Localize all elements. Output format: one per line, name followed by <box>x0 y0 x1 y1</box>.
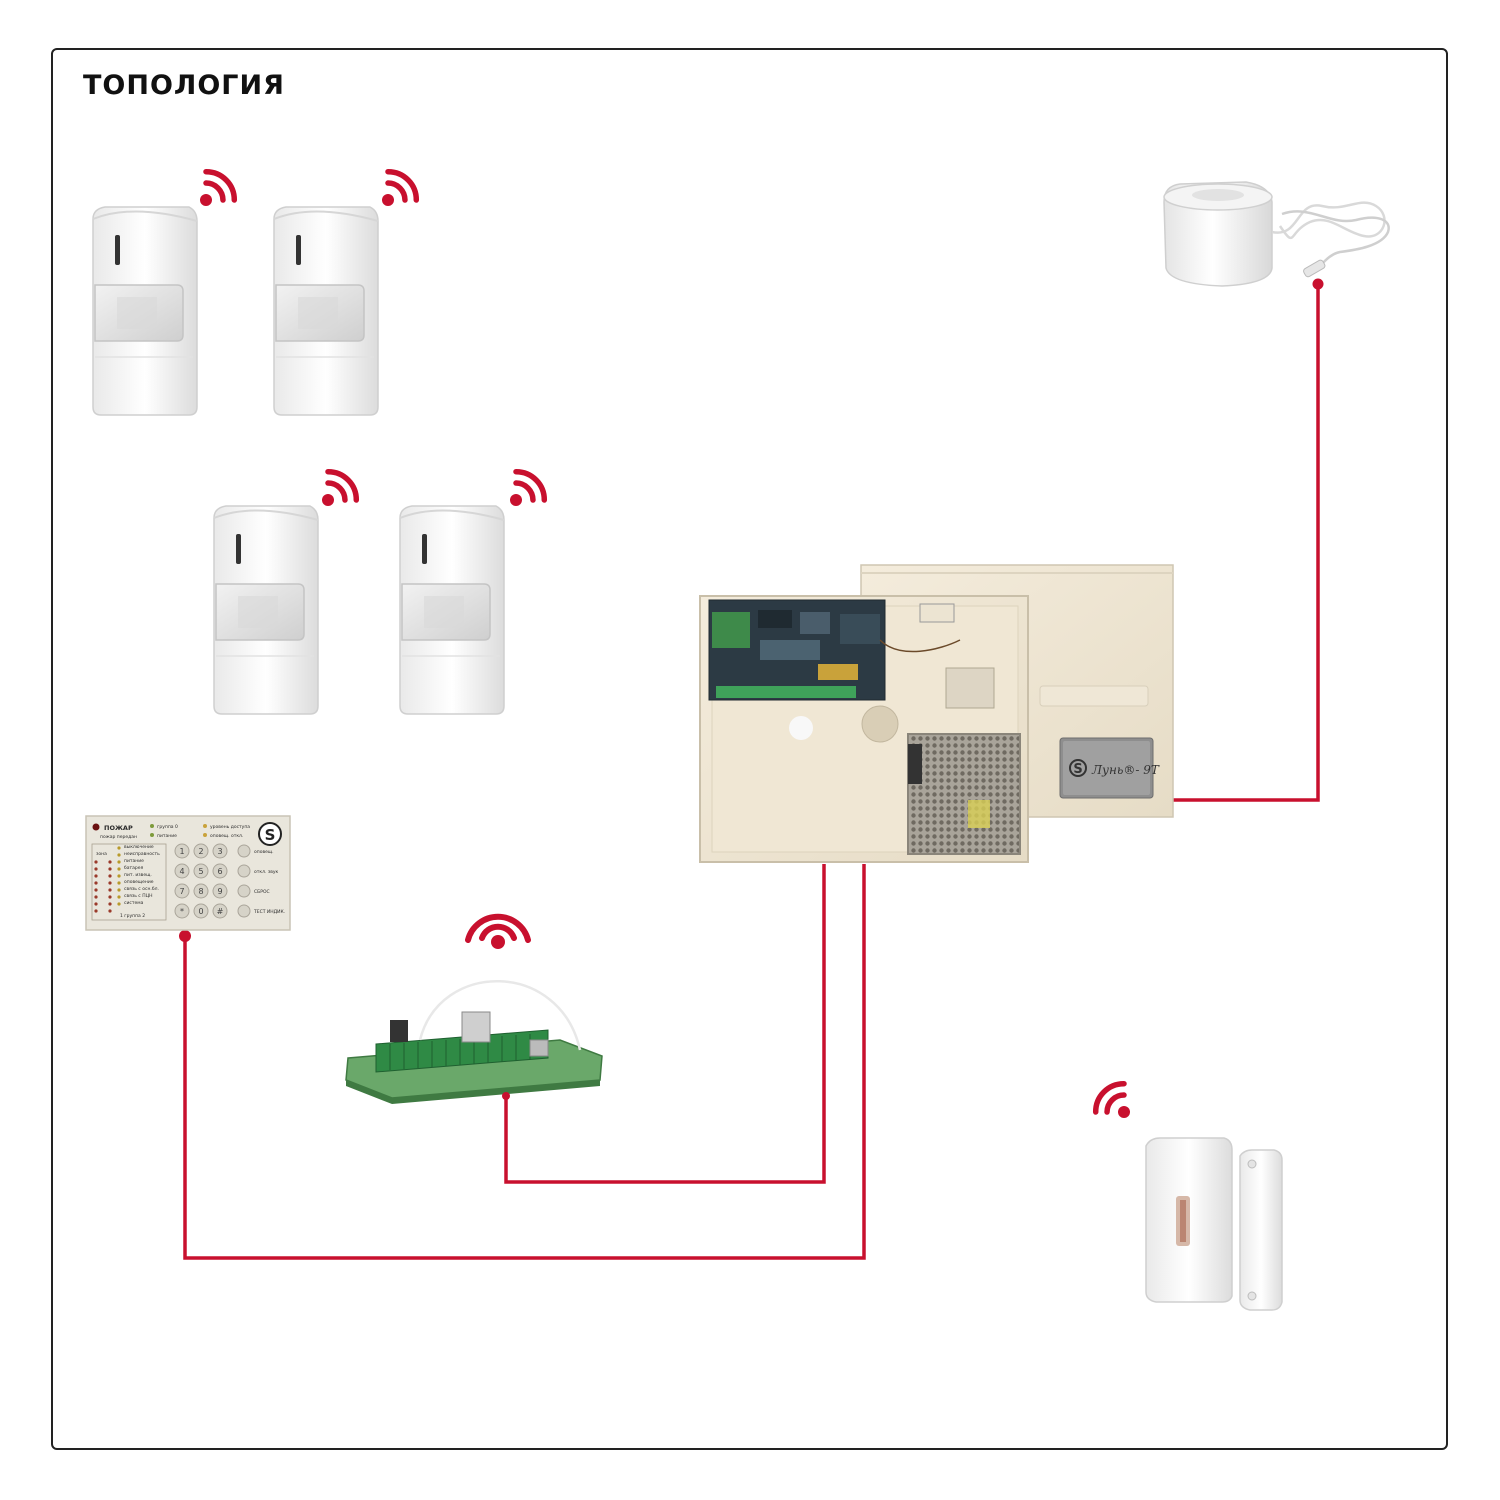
notify-button-label: оповещ. <box>254 850 274 855</box>
svg-text:7: 7 <box>179 887 184 896</box>
svg-text:2: 2 <box>198 847 203 856</box>
mute-button-label: откл. звук <box>254 870 279 875</box>
reset-button[interactable] <box>237 884 251 898</box>
keypad-notify-off-label: оповещ. откл. <box>210 834 243 839</box>
keypad-zone-leds <box>94 846 121 913</box>
control-panel: S Лунь®- 9Т <box>699 564 1174 863</box>
key-8[interactable]: 8 <box>193 883 209 899</box>
keypad-status-item: питание <box>124 859 144 864</box>
diagram-title: ТОПОЛОГИЯ <box>83 70 285 101</box>
svg-text:6: 6 <box>217 867 222 876</box>
svg-text:4: 4 <box>179 867 184 876</box>
svg-text:5: 5 <box>198 867 203 876</box>
key-2[interactable]: 2 <box>193 843 209 859</box>
svg-text:0: 0 <box>198 907 203 916</box>
power-supply-mesh <box>907 733 1021 855</box>
reset-button-label: СБРОС <box>254 889 270 895</box>
wifi-signal-icon <box>382 166 422 206</box>
key-hash[interactable]: # <box>212 903 228 919</box>
svg-text:8: 8 <box>198 887 203 896</box>
motion-sensor-3 <box>213 505 319 715</box>
wifi-signal-icon <box>200 166 240 206</box>
keypad-status-item: связь с осн.бл. <box>124 886 159 892</box>
wire-keypad-to-panel <box>183 864 866 1260</box>
key-0[interactable]: 0 <box>193 903 209 919</box>
keypad: ПОЖАР пожар передан группа 0 питание уро… <box>85 815 291 931</box>
svg-text:3: 3 <box>217 847 222 856</box>
svg-text:*: * <box>180 907 184 916</box>
notify-button[interactable] <box>237 844 251 858</box>
wires <box>183 286 1320 1260</box>
svg-text:S: S <box>265 826 276 844</box>
motion-sensor-2 <box>273 206 379 416</box>
keypad-keys: 1 2 3 4 5 6 7 8 9 * 0 # <box>174 843 228 919</box>
keypad-status-item: выключение <box>124 845 154 850</box>
key-1[interactable]: 1 <box>174 843 190 859</box>
wire-module-to-panel <box>504 864 826 1184</box>
control-panel-brand-label: Лунь®- 9Т <box>1091 763 1160 777</box>
keypad-status-item: пит. извещ. <box>124 873 152 878</box>
keypad-fn-buttons: оповещ. откл. звук СБРОС ТЕСТ ИНДИК. <box>237 844 285 918</box>
svg-text:1: 1 <box>179 847 184 856</box>
test-button[interactable] <box>237 904 251 918</box>
key-star[interactable]: * <box>174 903 190 919</box>
motion-sensor-4 <box>399 505 505 715</box>
siren-wire-terminal <box>1312 278 1324 290</box>
keypad-status-list: выключение неисправность питание батарея… <box>124 845 160 906</box>
brand-logo-icon <box>1069 759 1087 777</box>
keypad-status-item: оповещение <box>124 880 154 885</box>
wifi-signal-icon <box>322 466 362 506</box>
keypad-groups-row: 1 группа 2 <box>120 913 145 919</box>
svg-text:9: 9 <box>217 887 222 896</box>
key-6[interactable]: 6 <box>212 863 228 879</box>
keypad-status-item: неисправность <box>124 852 160 857</box>
key-9[interactable]: 9 <box>212 883 228 899</box>
mute-button[interactable] <box>237 864 251 878</box>
key-3[interactable]: 3 <box>212 843 228 859</box>
key-4[interactable]: 4 <box>174 863 190 879</box>
keypad-status-item: связь с ПЦН <box>124 893 152 899</box>
keypad-fire-label: ПОЖАР <box>104 824 133 832</box>
keypad-fire-sub: пожар передан <box>100 835 137 840</box>
svg-text:#: # <box>217 907 224 916</box>
radio-module <box>345 980 603 1104</box>
wifi-signal-icon <box>1092 1080 1130 1118</box>
svg-text:S: S <box>1073 762 1082 777</box>
keypad-status-item: система <box>124 901 144 906</box>
keypad-status-item: батарея <box>124 865 144 871</box>
keypad-access-label: уровень доступа <box>210 825 250 830</box>
motion-sensor-1 <box>92 206 198 416</box>
siren-icon <box>1163 181 1390 287</box>
wifi-signal-icon <box>510 466 550 506</box>
keypad-zone-header: зона <box>96 852 107 857</box>
door-sensor <box>1145 1137 1283 1311</box>
wifi-signal-icon <box>465 913 531 949</box>
wire-siren-to-panel <box>1172 286 1320 802</box>
test-button-label: ТЕСТ ИНДИК. <box>253 909 285 915</box>
keypad-wire-terminal <box>179 930 191 942</box>
keypad-logo-icon <box>258 822 282 846</box>
key-5[interactable]: 5 <box>193 863 209 879</box>
key-7[interactable]: 7 <box>174 883 190 899</box>
keypad-power-label: питание <box>157 834 177 839</box>
keypad-group-label: группа 0 <box>157 824 178 830</box>
diagram-frame <box>51 48 1448 1450</box>
